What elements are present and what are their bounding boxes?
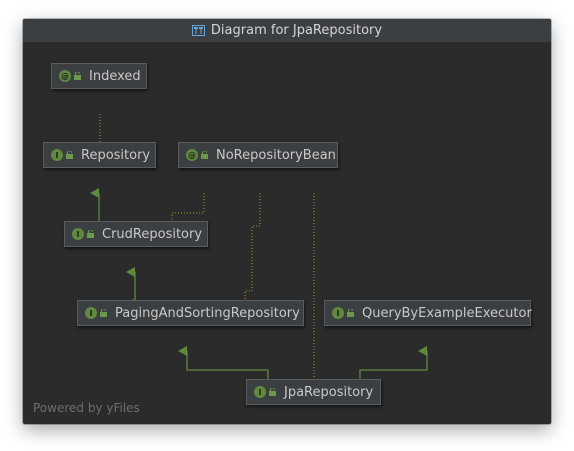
node-label: QueryByExampleExecutor xyxy=(362,305,532,321)
interface-icon: I xyxy=(85,307,97,319)
annotation-link-norepositorybean-pagingandsorting xyxy=(244,193,261,312)
lock-icon xyxy=(269,388,276,396)
node-pagingandsortingrepository[interactable]: I PagingAndSortingRepository xyxy=(77,300,304,326)
interface-icon: I xyxy=(72,228,84,240)
node-label: PagingAndSortingRepository xyxy=(115,305,300,321)
lock-icon xyxy=(66,151,73,159)
window-title: Diagram for JpaRepository xyxy=(210,23,383,38)
node-label: Repository xyxy=(81,147,151,163)
node-repository[interactable]: I Repository xyxy=(43,142,156,168)
lock-icon xyxy=(87,230,94,238)
lock-icon xyxy=(74,72,81,80)
node-label: NoRepositoryBean xyxy=(216,147,336,163)
interface-icon: I xyxy=(51,149,63,161)
interface-icon: I xyxy=(332,307,344,319)
node-jparepository[interactable]: I JpaRepository xyxy=(246,379,381,405)
lock-icon xyxy=(347,309,354,317)
interface-icon: I xyxy=(254,386,266,398)
title-bar: Diagram for JpaRepository xyxy=(23,19,551,43)
annotation-icon: @ xyxy=(186,149,198,161)
relationship-lines xyxy=(90,114,428,391)
diagram-icon xyxy=(191,25,205,36)
diagram-canvas[interactable]: @ Indexed I Repository @ NoRepositoryBea… xyxy=(23,43,551,424)
node-label: CrudRepository xyxy=(102,226,203,242)
node-label: JpaRepository xyxy=(284,384,374,400)
lock-icon xyxy=(100,309,107,317)
node-norepositorybean[interactable]: @ NoRepositoryBean xyxy=(178,142,338,168)
annotation-icon: @ xyxy=(59,70,71,82)
diagram-window: Diagram for JpaRepository @ Indexed xyxy=(23,19,551,424)
node-querybyexampleexecutor[interactable]: I QueryByExampleExecutor xyxy=(324,300,532,326)
annotation-link-norepositorybean-crudrepository xyxy=(171,193,205,233)
node-indexed[interactable]: @ Indexed xyxy=(51,63,147,89)
node-label: Indexed xyxy=(89,68,141,84)
lock-icon xyxy=(201,151,208,159)
node-crudrepository[interactable]: I CrudRepository xyxy=(64,221,208,247)
powered-by-label: Powered by yFiles xyxy=(33,401,140,415)
